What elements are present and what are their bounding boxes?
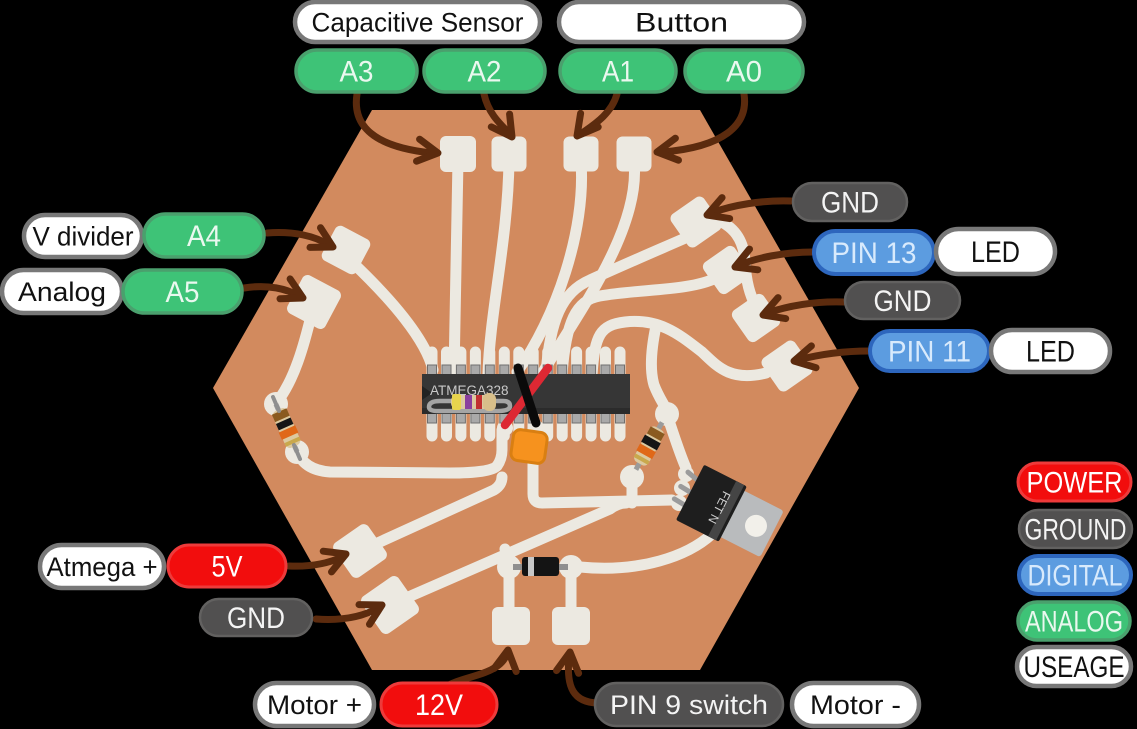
svg-text:PIN 11: PIN 11 <box>888 335 971 368</box>
svg-text:POWER: POWER <box>1027 466 1123 499</box>
svg-text:USEAGE: USEAGE <box>1024 651 1125 684</box>
svg-text:5V: 5V <box>212 550 243 583</box>
svg-text:Analog: Analog <box>18 277 106 307</box>
svg-text:GROUND: GROUND <box>1025 513 1127 546</box>
svg-text:Capacitive Sensor: Capacitive Sensor <box>312 7 524 37</box>
svg-text:GND: GND <box>227 602 285 635</box>
svg-text:A1: A1 <box>602 55 634 88</box>
svg-text:PIN 13: PIN 13 <box>832 237 917 270</box>
svg-text:LED: LED <box>1026 335 1075 368</box>
svg-text:Atmega +: Atmega + <box>47 552 158 582</box>
svg-text:ANALOG: ANALOG <box>1025 605 1123 638</box>
svg-text:A2: A2 <box>468 55 502 88</box>
svg-text:DIGITAL: DIGITAL <box>1028 559 1123 592</box>
svg-text:A0: A0 <box>726 55 762 88</box>
svg-text:GND: GND <box>821 186 879 219</box>
svg-text:A4: A4 <box>187 220 221 253</box>
svg-text:Motor -: Motor - <box>810 690 901 720</box>
svg-text:Button: Button <box>635 7 728 37</box>
svg-text:PIN 9 switch: PIN 9 switch <box>610 690 768 720</box>
svg-text:A3: A3 <box>340 55 374 88</box>
svg-text:GND: GND <box>874 285 932 318</box>
svg-text:A5: A5 <box>166 276 200 309</box>
svg-text:12V: 12V <box>415 689 463 722</box>
svg-text:V divider: V divider <box>33 221 134 251</box>
svg-text:LED: LED <box>971 236 1020 269</box>
svg-text:Motor +: Motor + <box>267 690 362 720</box>
